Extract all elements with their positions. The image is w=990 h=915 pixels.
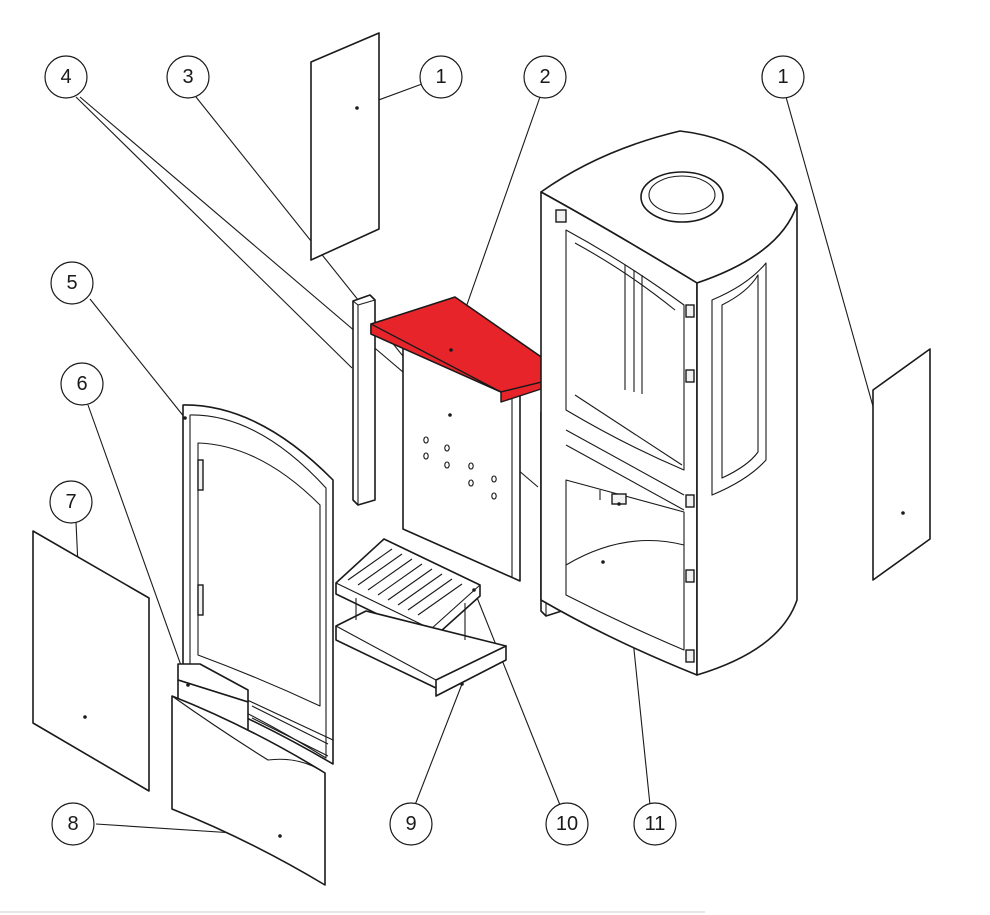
callout-10: 10 xyxy=(545,802,589,846)
callout-8: 8 xyxy=(51,802,95,846)
callout-9: 9 xyxy=(389,802,433,846)
callout-1-right-label: 1 xyxy=(777,66,788,88)
leader-9 xyxy=(414,683,463,806)
callout-4-label: 4 xyxy=(60,66,71,88)
callout-7-label: 7 xyxy=(65,491,76,513)
callout-11-label: 11 xyxy=(645,813,666,835)
callout-5: 5 xyxy=(50,261,94,305)
back-plate-holes xyxy=(423,436,497,500)
callout-8-label: 8 xyxy=(67,813,78,835)
glass-panel-left xyxy=(32,530,150,792)
callout-4: 4 xyxy=(44,55,88,99)
grate xyxy=(335,538,481,641)
callout-6-label: 6 xyxy=(76,373,87,395)
callout-9-label: 9 xyxy=(405,813,416,835)
leader-10 xyxy=(473,589,561,806)
callout-1-top: 1 xyxy=(419,55,463,99)
callout-2-label: 2 xyxy=(539,66,550,88)
callout-11: 11 xyxy=(633,802,677,846)
callout-2: 2 xyxy=(523,55,567,99)
ash-pan xyxy=(335,598,507,697)
callout-3: 3 xyxy=(166,55,210,99)
glass-panel-top xyxy=(310,32,380,261)
callout-1-right: 1 xyxy=(761,55,805,99)
callout-10-label: 10 xyxy=(556,813,578,835)
callout-5-label: 5 xyxy=(66,272,77,294)
lower-door-panel xyxy=(171,695,326,886)
callout-7: 7 xyxy=(49,480,93,524)
flue-collar-inner xyxy=(648,175,716,215)
callout-3-label: 3 xyxy=(182,66,193,88)
side-brick-left xyxy=(352,294,376,506)
grate-bars xyxy=(347,548,463,616)
leader-6 xyxy=(87,404,189,686)
stove-body xyxy=(540,130,798,676)
leader-5 xyxy=(89,298,186,419)
glass-panel-right xyxy=(872,348,931,581)
callouts: 4 3 1 2 1 5 6 7 xyxy=(44,55,805,846)
leader-4a xyxy=(75,96,353,369)
callout-6: 6 xyxy=(60,362,104,406)
callout-1-top-label: 1 xyxy=(435,66,446,88)
